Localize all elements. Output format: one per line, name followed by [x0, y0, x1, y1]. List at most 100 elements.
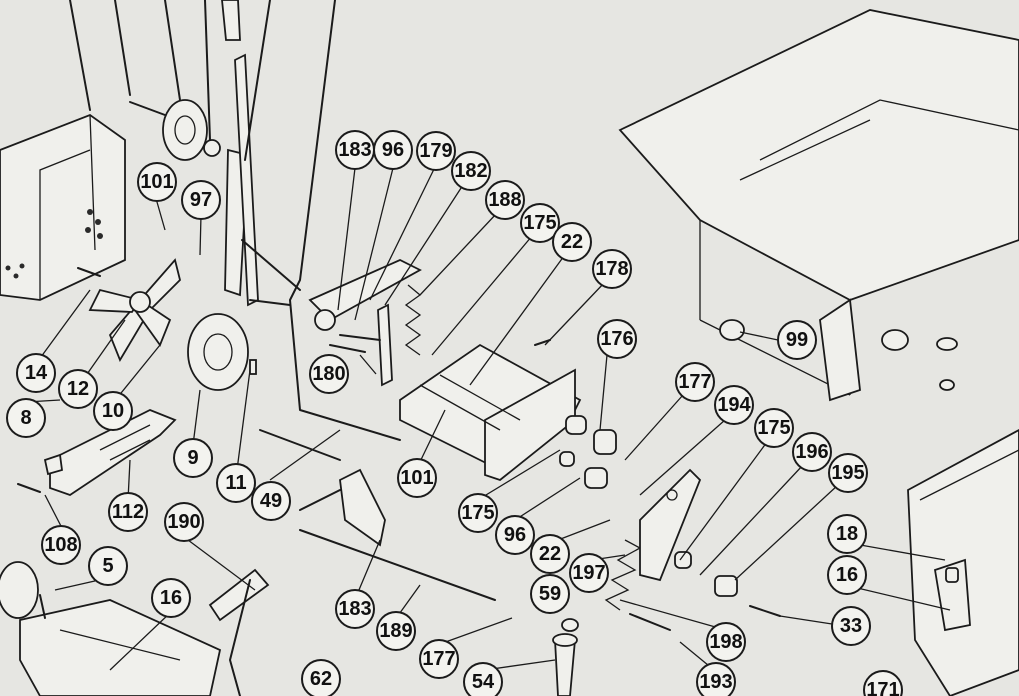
svg-text:54: 54 — [472, 671, 495, 693]
svg-text:22: 22 — [561, 231, 583, 253]
callout-18: 18 — [827, 514, 867, 554]
svg-text:10: 10 — [102, 400, 124, 422]
svg-text:183: 183 — [338, 139, 371, 161]
svg-text:62: 62 — [310, 668, 332, 690]
svg-text:33: 33 — [840, 615, 862, 637]
callout-176: 176 — [597, 319, 637, 359]
callout-9: 9 — [173, 438, 213, 478]
svg-text:97: 97 — [190, 189, 212, 211]
bracket-194 — [639, 468, 738, 597]
svg-text:189: 189 — [379, 620, 412, 642]
svg-text:182: 182 — [454, 160, 487, 182]
callouts: 183 96 179 182 188 175 22 178 101 97 176… — [6, 130, 903, 696]
callout-12: 12 — [58, 369, 98, 409]
svg-text:112: 112 — [112, 501, 144, 523]
svg-text:16: 16 — [160, 587, 182, 609]
callout-183: 183 — [335, 130, 375, 170]
svg-text:108: 108 — [44, 534, 77, 556]
upper-pulley — [129, 0, 221, 161]
right-bracket — [907, 428, 1019, 696]
callout-177: 177 — [675, 362, 715, 402]
callout-101: 101 — [397, 458, 437, 498]
callout-112: 112 — [108, 492, 148, 532]
callout-175: 175 — [458, 493, 498, 533]
callout-108: 108 — [41, 525, 81, 565]
callout-54: 54 — [463, 662, 503, 696]
leader-lines — [25, 164, 951, 696]
callout-33: 33 — [831, 606, 871, 646]
svg-text:175: 175 — [757, 417, 790, 439]
callout-171: 171 — [863, 670, 903, 696]
callout-194: 194 — [714, 385, 754, 425]
svg-text:179: 179 — [419, 140, 452, 162]
seat — [618, 9, 1019, 402]
svg-text:175: 175 — [461, 502, 494, 524]
svg-text:177: 177 — [678, 371, 711, 393]
svg-text:197: 197 — [572, 562, 605, 584]
svg-text:96: 96 — [504, 524, 526, 546]
callout-189: 189 — [376, 611, 416, 651]
callout-183: 183 — [335, 589, 375, 629]
svg-text:177: 177 — [422, 648, 455, 670]
callout-22: 22 — [530, 534, 570, 574]
svg-text:101: 101 — [140, 171, 173, 193]
callout-97: 97 — [181, 180, 221, 220]
svg-text:180: 180 — [312, 363, 345, 385]
center-bracket — [399, 343, 617, 489]
callout-193: 193 — [696, 662, 736, 696]
callout-59: 59 — [530, 574, 570, 614]
svg-text:190: 190 — [167, 511, 200, 533]
svg-text:171: 171 — [866, 679, 899, 696]
svg-text:12: 12 — [67, 378, 89, 400]
callout-96: 96 — [495, 515, 535, 555]
link-arm — [308, 259, 422, 387]
svg-text:193: 193 — [699, 671, 732, 693]
svg-text:8: 8 — [20, 407, 31, 429]
springs — [404, 284, 642, 611]
callout-198: 198 — [706, 622, 746, 662]
base-plate — [0, 561, 222, 696]
callout-22: 22 — [552, 222, 592, 262]
callout-182: 182 — [451, 151, 491, 191]
callout-175: 175 — [520, 203, 560, 243]
callout-96: 96 — [373, 130, 413, 170]
svg-text:22: 22 — [539, 543, 561, 565]
svg-text:59: 59 — [539, 583, 561, 605]
callout-188: 188 — [485, 180, 525, 220]
callout-5: 5 — [88, 546, 128, 586]
svg-text:9: 9 — [187, 447, 198, 469]
callout-195: 195 — [828, 453, 868, 493]
callout-196: 196 — [792, 432, 832, 472]
bracket-112 — [43, 409, 177, 496]
callout-180: 180 — [309, 354, 349, 394]
svg-text:176: 176 — [600, 328, 633, 350]
svg-text:198: 198 — [709, 631, 742, 653]
cooling-fan — [88, 258, 181, 363]
svg-text:101: 101 — [400, 467, 433, 489]
svg-text:178: 178 — [595, 258, 628, 280]
svg-text:16: 16 — [836, 564, 858, 586]
callout-179: 179 — [416, 131, 456, 171]
svg-text:175: 175 — [523, 212, 556, 234]
svg-text:195: 195 — [831, 462, 864, 484]
shift-rod — [241, 0, 401, 461]
callout-99: 99 — [777, 320, 817, 360]
svg-text:18: 18 — [836, 523, 858, 545]
callout-16: 16 — [151, 578, 191, 618]
svg-text:188: 188 — [488, 189, 521, 211]
callout-190: 190 — [164, 502, 204, 542]
callout-8: 8 — [6, 398, 46, 438]
callout-49: 49 — [251, 481, 291, 521]
lower-arm — [208, 468, 496, 696]
callout-16: 16 — [827, 555, 867, 595]
callout-11: 11 — [216, 463, 256, 503]
callout-10: 10 — [93, 391, 133, 431]
callout-177: 177 — [419, 639, 459, 679]
svg-text:96: 96 — [382, 139, 404, 161]
lower-pulley — [187, 313, 257, 391]
svg-text:183: 183 — [338, 598, 371, 620]
callout-62: 62 — [301, 659, 341, 696]
svg-text:5: 5 — [102, 555, 113, 577]
callout-197: 197 — [569, 553, 609, 593]
